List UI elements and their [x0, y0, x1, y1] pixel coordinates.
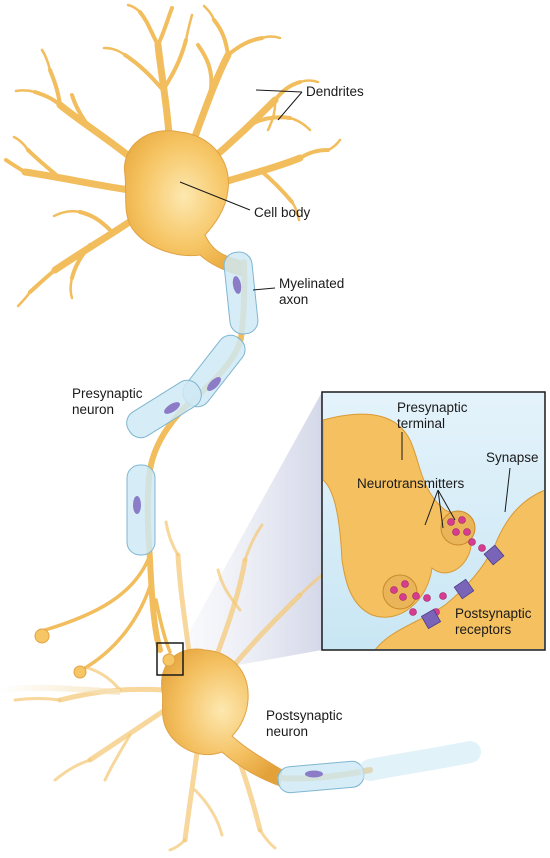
- synapse-zoom-box: [156, 642, 184, 676]
- postsynaptic-receptor: [453, 578, 475, 600]
- presynaptic-terminal-shape: [323, 413, 472, 618]
- leader-lines: [179, 89, 511, 529]
- label-myelinated-axon: Myelinated axon: [279, 276, 345, 307]
- neurotransmitter: [399, 593, 407, 601]
- axon-terminal: [73, 665, 87, 679]
- neurotransmitter: [468, 538, 476, 546]
- schwann-nucleus: [164, 402, 180, 414]
- postsynaptic-receptor: [483, 544, 505, 566]
- myelin-sheath: [277, 760, 365, 794]
- schwann-nucleus: [305, 770, 323, 778]
- label-postsynaptic-receptors: Postsynaptic receptors: [455, 606, 532, 637]
- neurotransmitter: [458, 516, 466, 524]
- schwann-nucleus: [133, 496, 141, 514]
- synaptic-vesicle: [382, 574, 418, 610]
- neurotransmitter: [401, 580, 409, 588]
- fading-axon-left: [0, 684, 121, 695]
- myelin-sheath: [126, 464, 156, 556]
- label-presynaptic-terminal: Presynaptic terminal: [397, 400, 468, 431]
- fading-axon-right: [359, 741, 481, 781]
- axon: [34, 251, 259, 679]
- schwann-nucleus: [232, 276, 242, 294]
- neurotransmitter: [439, 592, 447, 600]
- neurotransmitter: [412, 592, 420, 600]
- label-postsynaptic-neuron: Postsynaptic neuron: [266, 708, 343, 739]
- postsynaptic-receptor: [420, 608, 442, 630]
- neurotransmitter: [463, 528, 471, 536]
- label-neurotransmitters: Neurotransmitters: [357, 476, 465, 491]
- neurotransmitter: [423, 594, 431, 602]
- label-presynaptic-neuron: Presynaptic neuron: [72, 386, 143, 417]
- axon-terminal: [34, 628, 50, 644]
- label-synapse: Synapse: [486, 450, 539, 465]
- postsynaptic-cell-body: [161, 648, 283, 787]
- neurotransmitter: [447, 518, 455, 526]
- presynaptic-cell-body: [124, 130, 245, 277]
- myelin-sheath: [126, 379, 202, 439]
- neurotransmitter: [452, 528, 460, 536]
- neurotransmitter: [409, 608, 417, 616]
- synapse-inset: [321, 391, 546, 651]
- neurotransmitter: [390, 586, 398, 594]
- zoom-projection: [183, 392, 322, 675]
- label-cell-body: Cell body: [254, 205, 311, 220]
- label-dendrites: Dendrites: [306, 84, 364, 99]
- neurotransmitter: [478, 544, 486, 552]
- myelin-sheath: [223, 251, 259, 335]
- schwann-nucleus: [207, 377, 221, 391]
